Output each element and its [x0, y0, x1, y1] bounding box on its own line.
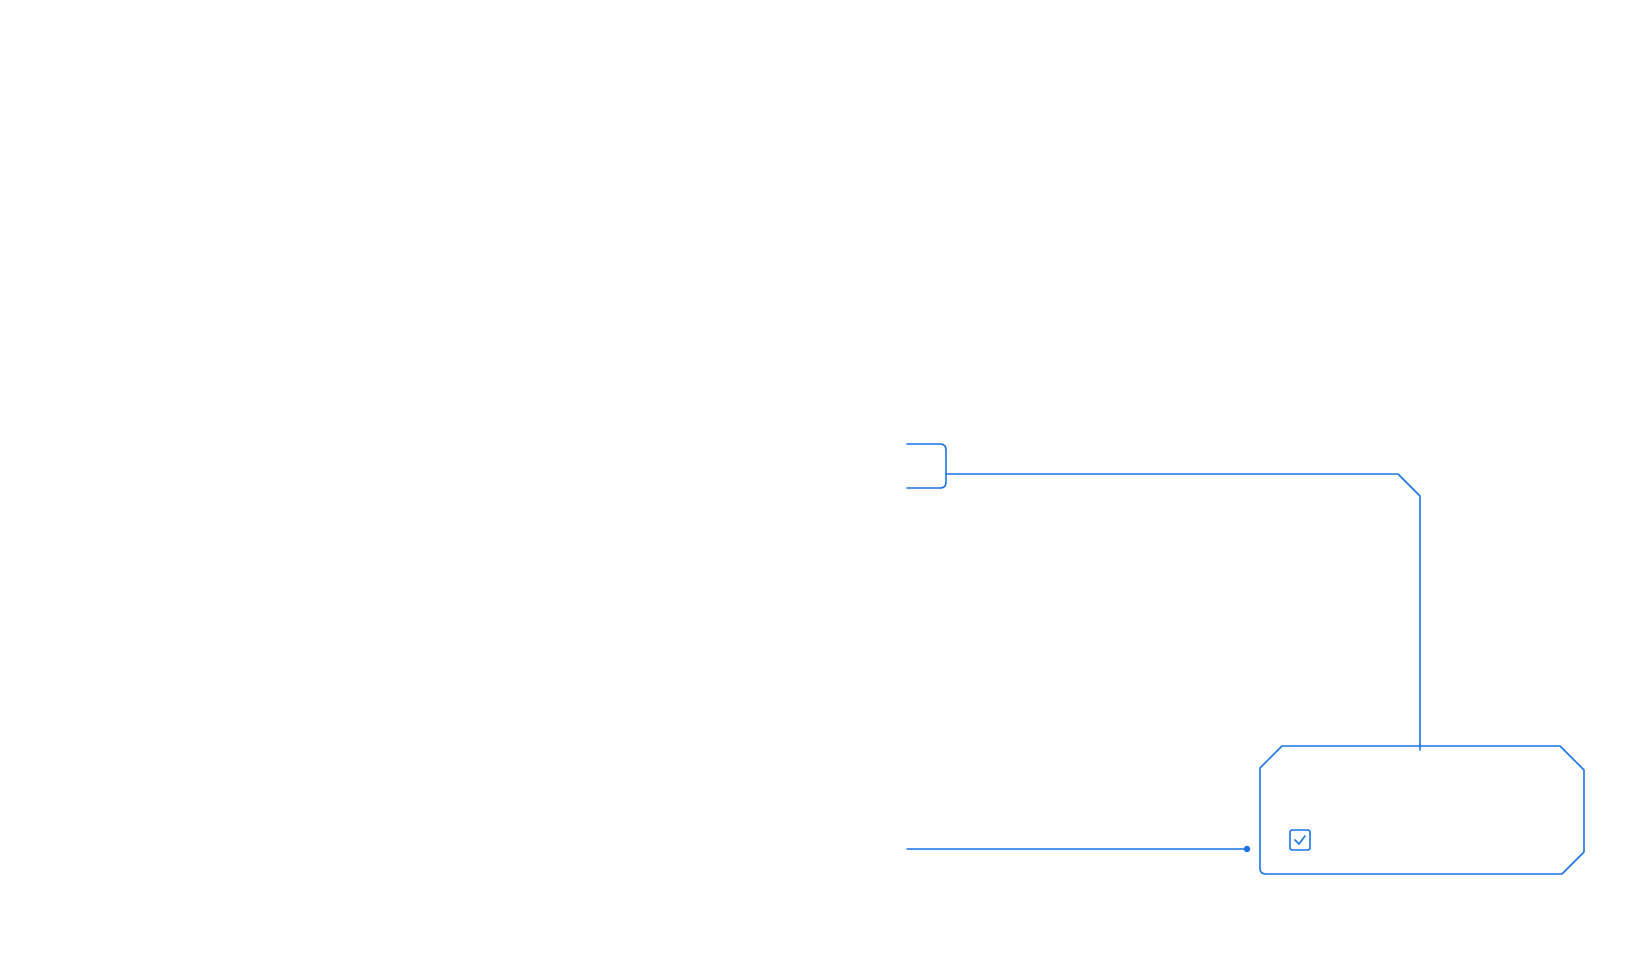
top-node[interactable] — [906, 443, 947, 489]
connector-endpoint-icon — [1243, 845, 1251, 853]
checkbox-checked-icon[interactable] — [1289, 829, 1311, 851]
bottom-connector — [906, 845, 1251, 853]
top-node-shape[interactable] — [906, 443, 947, 489]
checkmark-icon — [1294, 835, 1306, 845]
card-frame — [1259, 745, 1585, 875]
checkbox[interactable] — [1289, 829, 1311, 851]
card[interactable] — [1259, 745, 1585, 875]
connector-top-to-card — [945, 473, 1421, 751]
